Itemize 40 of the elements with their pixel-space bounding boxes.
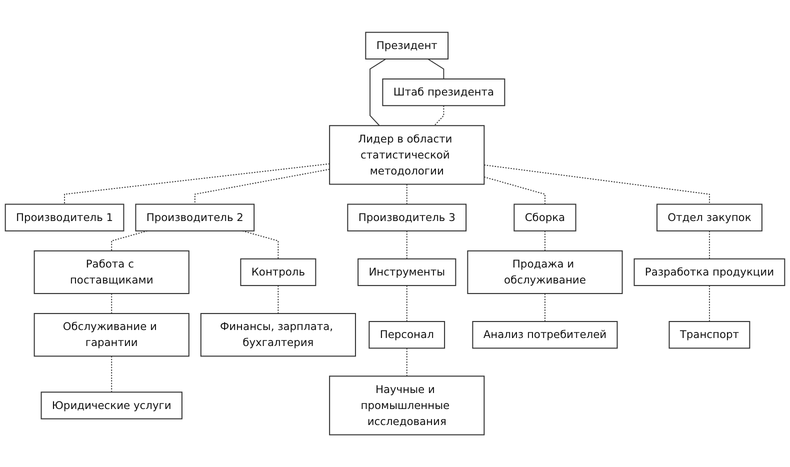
node-box: Инструменты xyxy=(358,258,456,286)
node-box: Производитель 3 xyxy=(347,204,467,232)
connector xyxy=(708,230,710,260)
connector xyxy=(111,293,112,314)
connector xyxy=(427,58,444,80)
connector xyxy=(544,230,546,252)
connector xyxy=(406,348,408,377)
node-box: Производитель 2 xyxy=(135,204,255,232)
node-box: Анализ потребителей xyxy=(472,320,618,349)
connector xyxy=(194,168,330,205)
connector xyxy=(370,58,386,126)
connector xyxy=(111,230,148,252)
node-box: Контроль xyxy=(240,258,316,286)
node-box: Научные и промышленные исследования xyxy=(329,376,485,436)
connector xyxy=(406,184,408,205)
node-box: Лидер в области статистической методологии xyxy=(329,125,485,185)
node-box: Работа с поставщиками xyxy=(34,250,190,294)
connector xyxy=(484,164,710,205)
connector xyxy=(484,176,546,205)
node-box: Обслуживание и гарантии xyxy=(34,312,190,357)
node-box: Юридические услуги xyxy=(40,392,182,420)
connector xyxy=(434,105,444,126)
node-box: Штаб президента xyxy=(382,78,506,106)
connector xyxy=(242,230,279,260)
node-box: Транспорт xyxy=(668,320,750,349)
connector xyxy=(406,285,408,322)
connector xyxy=(278,285,279,314)
node-box: Сборка xyxy=(514,204,576,232)
node-box: Разработка продукции xyxy=(634,258,786,286)
connector xyxy=(544,293,546,322)
node-box: Персонал xyxy=(368,320,446,349)
connector xyxy=(708,285,710,322)
node-box: Отдел закупок xyxy=(656,204,762,232)
connector xyxy=(111,356,112,393)
node-box: Президент xyxy=(365,32,449,60)
connector xyxy=(406,230,408,260)
node-box: Финансы, зарплата, бухгалтерия xyxy=(200,312,356,357)
connector xyxy=(64,163,330,205)
node-box: Производитель 1 xyxy=(4,204,124,232)
node-box: Продажа и обслуживание xyxy=(467,250,623,294)
